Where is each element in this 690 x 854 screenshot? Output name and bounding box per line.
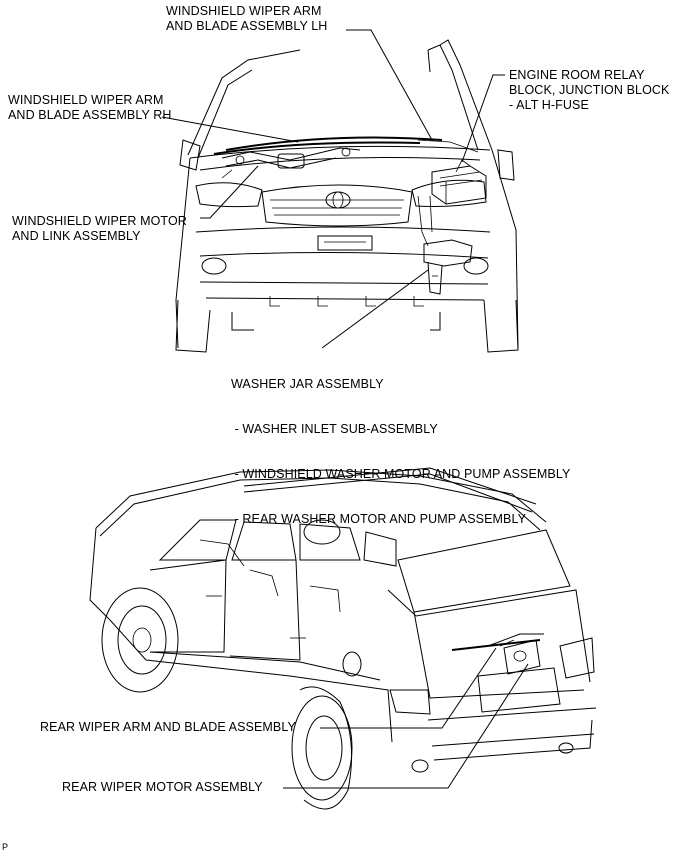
front-wiper-motor-link bbox=[221, 147, 361, 179]
front-wiper-arm-rh bbox=[213, 136, 479, 155]
label-wiper-arm-rh-line1: WINDSHIELD WIPER ARM bbox=[8, 93, 164, 107]
rear-view-vehicle bbox=[89, 467, 597, 810]
rear-view-leaders bbox=[283, 647, 529, 789]
label-rear-wiper-arm-text: REAR WIPER ARM AND BLADE ASSEMBLY bbox=[40, 720, 296, 734]
engine-room-relay-block bbox=[431, 159, 487, 205]
label-relay-block: ENGINE ROOM RELAY BLOCK, JUNCTION BLOCK … bbox=[509, 68, 669, 113]
label-relay-block-line2: BLOCK, JUNCTION BLOCK bbox=[509, 83, 670, 97]
label-wiper-arm-lh-line1: WINDSHIELD WIPER ARM bbox=[166, 4, 322, 18]
front-view-leaders bbox=[161, 29, 505, 349]
label-rear-wiper-arm: REAR WIPER ARM AND BLADE ASSEMBLY bbox=[40, 720, 296, 735]
label-washer-jar-line4: - REAR WASHER MOTOR AND PUMP ASSEMBLY bbox=[231, 512, 527, 526]
label-wiper-arm-rh: WINDSHIELD WIPER ARM AND BLADE ASSEMBLY … bbox=[8, 93, 172, 123]
figure-code: P bbox=[2, 842, 9, 852]
label-washer-jar-line2: - WASHER INLET SUB-ASSEMBLY bbox=[231, 422, 438, 436]
label-wiper-arm-rh-line2: AND BLADE ASSEMBLY RH bbox=[8, 108, 172, 122]
label-relay-block-line1: ENGINE ROOM RELAY bbox=[509, 68, 645, 82]
label-wiper-arm-lh: WINDSHIELD WIPER ARM AND BLADE ASSEMBLY … bbox=[166, 4, 327, 34]
label-wiper-motor: WINDSHIELD WIPER MOTOR AND LINK ASSEMBLY bbox=[12, 214, 187, 244]
label-washer-jar: WASHER JAR ASSEMBLY - WASHER INLET SUB-A… bbox=[231, 347, 570, 542]
label-wiper-motor-line2: AND LINK ASSEMBLY bbox=[12, 229, 141, 243]
front-view-vehicle bbox=[175, 39, 519, 353]
label-rear-wiper-motor-text: REAR WIPER MOTOR ASSEMBLY bbox=[62, 780, 263, 794]
washer-jar bbox=[417, 195, 473, 295]
label-washer-jar-line1: WASHER JAR ASSEMBLY bbox=[231, 377, 384, 391]
label-relay-block-line3: - ALT H-FUSE bbox=[509, 98, 589, 112]
label-wiper-arm-lh-line2: AND BLADE ASSEMBLY LH bbox=[166, 19, 328, 33]
rear-wiper-motor bbox=[503, 639, 541, 675]
label-wiper-motor-line1: WINDSHIELD WIPER MOTOR bbox=[12, 214, 187, 228]
rear-wiper-arm bbox=[451, 633, 544, 651]
label-rear-wiper-motor: REAR WIPER MOTOR ASSEMBLY bbox=[62, 780, 263, 795]
label-washer-jar-line3: - WINDSHIELD WASHER MOTOR AND PUMP ASSEM… bbox=[231, 467, 571, 481]
